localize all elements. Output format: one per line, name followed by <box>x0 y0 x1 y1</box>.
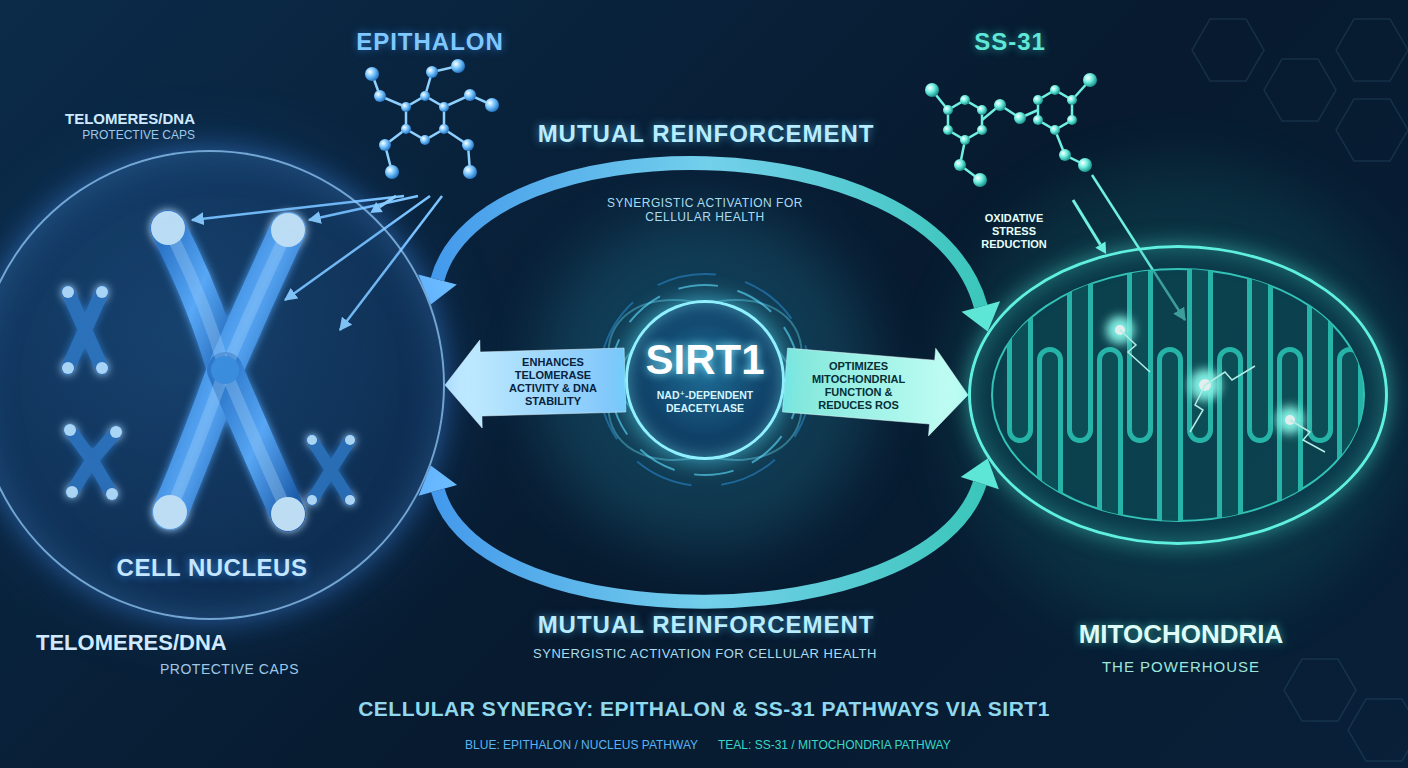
molecule-name: EPITHALON <box>345 28 515 56</box>
molecule <box>1014 112 1026 124</box>
hexagon-pattern <box>1284 659 1356 721</box>
molecule <box>463 165 477 179</box>
molecule-name: SS-31 <box>920 28 1100 56</box>
molecule <box>977 105 987 115</box>
pathway-arrow <box>379 196 396 207</box>
background-glow <box>948 165 1408 625</box>
hexagon-pattern <box>1192 19 1264 81</box>
molecule <box>379 139 391 151</box>
node-title: MITOCHONDRIA <box>971 620 1391 650</box>
arrow-head <box>370 202 383 213</box>
pathway-arrow <box>1073 200 1100 245</box>
sirt1-swirl <box>599 274 811 486</box>
reinforcement-arc <box>438 163 981 306</box>
molecule <box>406 96 444 140</box>
part-note: PROTECTIVE CAPS <box>45 129 195 143</box>
molecule <box>385 165 399 179</box>
background-glow <box>0 135 1408 635</box>
arrow-head <box>1095 242 1106 255</box>
mitochondrion-ellipse: MITOCHONDRIATHE POWERHOUSE <box>968 245 1388 545</box>
molecule <box>365 59 499 179</box>
pathway-arrow <box>445 340 626 428</box>
molecule <box>462 139 474 151</box>
molecule <box>960 95 970 105</box>
molecule <box>1067 115 1077 125</box>
part-label: TELOMERES/DNA <box>45 110 195 127</box>
reinforcement-arc <box>419 458 999 601</box>
molecule <box>1083 73 1097 87</box>
sirt1-swirl <box>610 285 800 475</box>
molecule <box>973 173 987 187</box>
molecule <box>439 102 449 112</box>
molecule <box>954 159 966 171</box>
molecule <box>365 59 499 179</box>
molecule <box>485 98 499 112</box>
molecule <box>925 73 1097 187</box>
node-subtitle: THE POWERHOUSE <box>971 658 1391 675</box>
molecule <box>365 67 379 81</box>
edge-label: MUTUAL REINFORCEMENT <box>538 120 875 148</box>
part-note: PROTECTIVE CAPS <box>160 661 330 677</box>
molecule <box>420 135 430 145</box>
molecule <box>372 66 492 172</box>
molecule <box>1050 125 1060 135</box>
molecule <box>1038 90 1072 130</box>
pathway-arrow <box>782 348 968 436</box>
reinforcement-arc <box>438 483 980 602</box>
molecule <box>374 90 386 102</box>
pathway-arrow <box>370 196 396 213</box>
node-title: SIRT1 <box>628 339 782 381</box>
molecule <box>401 102 411 112</box>
molecule <box>385 129 406 172</box>
molecule <box>1067 95 1077 105</box>
molecule <box>960 135 970 145</box>
molecule <box>932 80 1090 180</box>
edge-label: MUTUAL REINFORCEMENT <box>538 611 875 639</box>
molecule-box: EPITHALON <box>345 28 515 196</box>
part-label: TELOMERES/DNA <box>36 630 266 655</box>
node-subtitle: NAD⁺-DEPENDENT DEACETYLASE <box>647 389 763 415</box>
molecule <box>982 105 1038 120</box>
effect-note: OXIDATIVE STRESS REDUCTION <box>972 212 1056 251</box>
hexagon-pattern <box>1348 699 1408 761</box>
molecule <box>401 124 411 134</box>
edge-label: OPTIMIZES MITOCHONDRIAL FUNCTION & REDUC… <box>800 360 918 412</box>
node-title: CELL NUCLEUS <box>0 554 447 582</box>
molecule <box>948 100 982 140</box>
molecule <box>372 74 406 107</box>
molecule <box>439 124 449 134</box>
sirt1-circle: SIRT1NAD⁺-DEPENDENT DEACETYLASE <box>625 300 785 460</box>
edge-label: ENHANCES TELOMERASE ACTIVITY & DNA STABI… <box>494 356 612 408</box>
hexagon-pattern <box>1264 59 1336 121</box>
molecule <box>426 66 438 78</box>
hexagon-pattern <box>1336 99 1408 161</box>
diagram-title: CELLULAR SYNERGY: EPITHALON & SS-31 PATH… <box>0 697 1408 721</box>
legend-note: TEAL: SS-31 / MITOCHONDRIA PATHWAY <box>718 739 1058 753</box>
molecule <box>994 99 1006 111</box>
arc-note: SYNERGISTIC ACTIVATION FOR CELLULAR HEAL… <box>595 197 815 225</box>
molecule-box: SS-31 <box>920 28 1100 200</box>
molecule <box>420 91 430 101</box>
molecule <box>1050 85 1060 95</box>
molecule <box>1078 158 1092 172</box>
molecule <box>1033 95 1043 105</box>
arc-note: SYNERGISTIC ACTIVATION FOR CELLULAR HEAL… <box>405 647 1005 662</box>
molecule <box>925 83 939 97</box>
molecule <box>925 73 1097 187</box>
pathway-arrow <box>1073 200 1106 254</box>
molecule <box>1033 115 1043 125</box>
nucleus-circle: CELL NUCLEUS <box>0 150 445 620</box>
molecule <box>943 105 953 115</box>
molecule <box>943 125 953 135</box>
molecule <box>464 89 476 101</box>
hexagon-pattern <box>1336 19 1408 81</box>
pathway-arrow <box>445 340 626 428</box>
legend-note: BLUE: EPITHALON / NUCLEUS PATHWAY <box>380 739 698 753</box>
molecule <box>451 59 465 73</box>
pathway-arrow <box>782 348 968 436</box>
molecule <box>1059 149 1071 161</box>
background-glow <box>0 135 460 635</box>
molecule <box>977 125 987 135</box>
